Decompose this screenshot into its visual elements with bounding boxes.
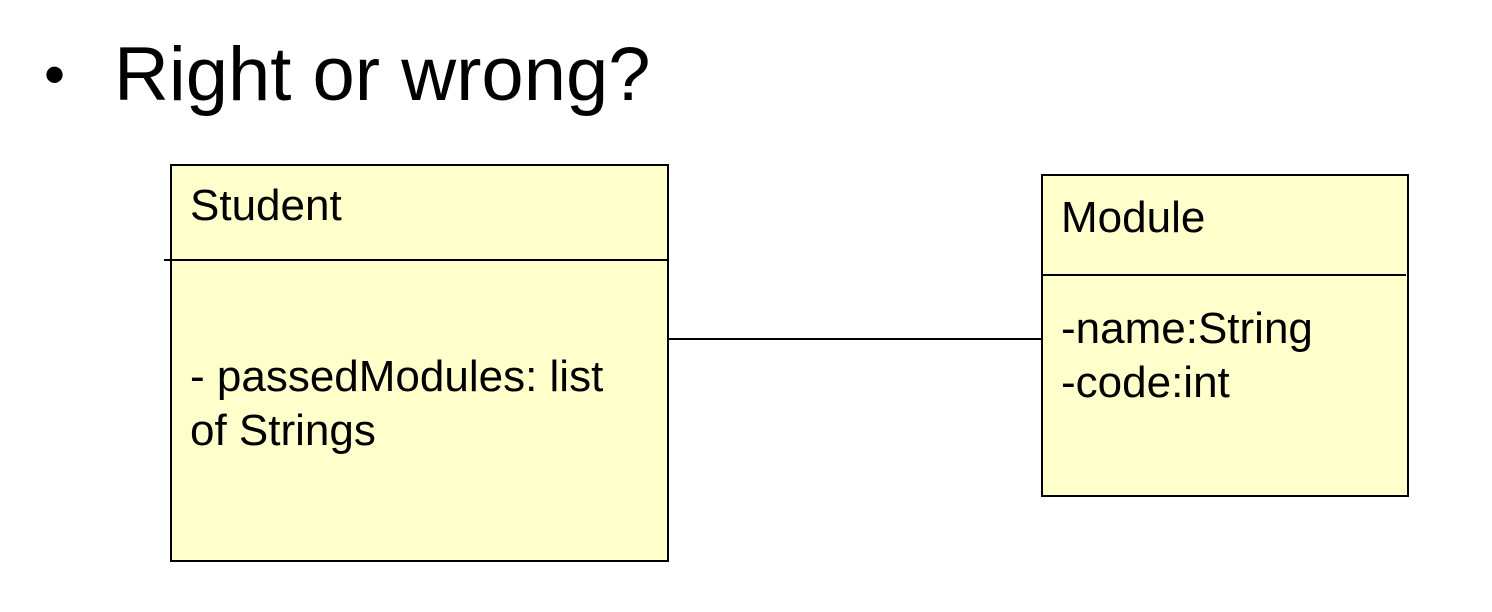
module-attribute-code: -code:int bbox=[1061, 358, 1230, 407]
student-attributes: - passedModules: list of Strings bbox=[190, 350, 603, 458]
student-class-box: Student - passedModules: list of Strings bbox=[170, 164, 669, 562]
student-class-divider bbox=[164, 259, 669, 261]
association-line bbox=[669, 338, 1041, 340]
slide-title-text: Right or wrong? bbox=[114, 32, 651, 117]
slide-title: • Right or wrong? bbox=[44, 30, 651, 120]
module-class-divider bbox=[1043, 274, 1406, 276]
module-class-box: Module -name:String -code:int bbox=[1041, 174, 1409, 497]
student-class-name: Student bbox=[190, 181, 342, 230]
module-attributes: -name:String -code:int bbox=[1061, 302, 1313, 410]
module-attribute-name: -name:String bbox=[1061, 304, 1313, 353]
student-attribute-line-1: - passedModules: list bbox=[190, 352, 604, 401]
module-class-name: Module bbox=[1061, 193, 1206, 242]
bullet-point: • bbox=[44, 41, 66, 108]
student-attribute-line-2: of Strings bbox=[190, 406, 376, 455]
